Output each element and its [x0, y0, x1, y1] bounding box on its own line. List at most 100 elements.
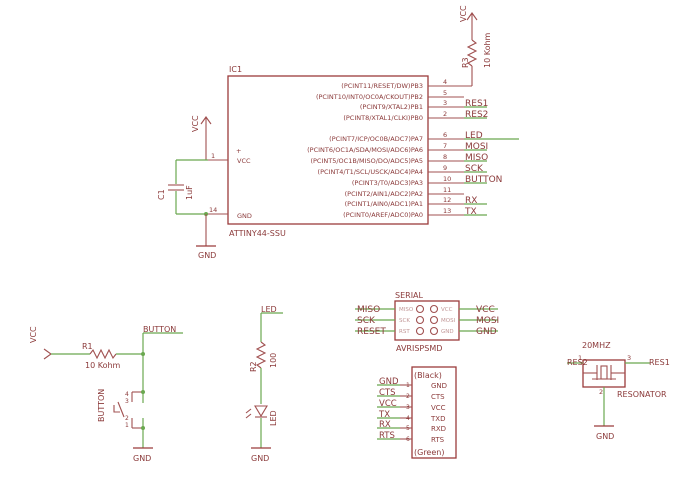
isp-title: SERIAL	[395, 291, 424, 300]
ic1-pin-function: (PCINT8/XTAL1/CLKI)PB0	[343, 114, 423, 122]
ic1-net-label: TX	[464, 207, 477, 217]
ftdi-pin-number: 1	[406, 382, 410, 389]
ic1-net-label: LED	[465, 131, 483, 141]
button-vcc-arrow	[43, 348, 52, 360]
button-gnd-label: GND	[133, 454, 151, 463]
ic1-gnd-pin-number: 14	[209, 206, 217, 214]
ftdi-pin-name: VCC	[431, 404, 446, 412]
ic1-pin-function: (PCINT1/AIN0/ADC1)PA1	[345, 200, 423, 208]
ic1-net-label: BUTTON	[465, 175, 502, 185]
ic1-net-label: RES2	[465, 110, 488, 120]
ic1-net-label: RX	[465, 196, 477, 206]
switch-name: BUTTON	[97, 389, 106, 422]
ic1-pin-function: (PCINT9/XTAL2)PB1	[360, 103, 423, 111]
ic1-pin-function: (PCINT10/INT0/OC0A/CKOUT)PB2	[316, 93, 423, 101]
isp-left-pin-label: SCK	[399, 318, 410, 324]
isp-pad-right	[429, 315, 439, 325]
r3-pullup: VCC R3 10 Kohm	[428, 5, 492, 87]
ftdi-net-label: CTS	[379, 388, 396, 398]
isp-left-net: MISO	[357, 305, 380, 315]
switch-actuator	[117, 401, 125, 418]
ftdi-pin-number: 2	[406, 393, 410, 400]
ic1-gnd-label: GND	[237, 212, 252, 220]
switch-pin-3: 3	[125, 398, 129, 405]
ic1-name: IC1	[229, 65, 242, 74]
isp-pad-left	[415, 326, 425, 336]
ftdi-net-label: GND	[379, 377, 399, 387]
ic1-pin-number: 4	[443, 78, 447, 86]
ic1-pin-number: 7	[443, 142, 447, 150]
ic1-pin-function: (PCINT7/ICP/OC0B/ADC7)PA7	[329, 135, 423, 143]
isp-pad-right	[429, 304, 439, 314]
ftdi-pin-number: 4	[406, 415, 410, 422]
ftdi-body	[411, 366, 457, 459]
switch-pin-2: 2	[125, 415, 129, 422]
ftdi-pin-number: 6	[406, 436, 410, 443]
led-diode-triangle	[254, 405, 268, 418]
ic1-pin-function: (PCINT11/RESET/DW)PB3	[341, 82, 423, 90]
ic1-net-label: SCK	[465, 164, 484, 174]
isp-left-pin-label: MISO	[399, 307, 414, 313]
isp-right-net: GND	[476, 327, 497, 337]
ftdi-pin-name: TXD	[430, 415, 445, 423]
r3-value: 10 Kohm	[483, 32, 492, 68]
resonator-pin-3: 3	[627, 354, 631, 362]
ic1-vcc-pin-number: 1	[211, 152, 215, 160]
led-circuit: LED R2 100 LED GND	[245, 305, 283, 463]
led-net-label: LED	[261, 305, 277, 314]
switch-pin-1: 1	[125, 422, 129, 429]
ic1-pin-number: 6	[443, 131, 447, 139]
r2-name: R2	[249, 361, 258, 372]
ftdi-pin-name: RXD	[431, 425, 446, 433]
ftdi-pin-name: RTS	[431, 436, 445, 444]
ftdi-net-label: TX	[378, 410, 390, 420]
isp-right-pin-label: MOSI	[441, 318, 456, 324]
c1-value: 1uF	[185, 185, 194, 200]
ic1-attiny44: IC1 ATTINY44-SSU 1 + VCC 14 GND (PCINT11…	[208, 65, 519, 238]
ic1-pin-number: 2	[443, 110, 447, 118]
r2-resistor-symbol	[255, 341, 267, 369]
isp-right-pin-label: GND	[441, 329, 454, 335]
isp-left-net: SCK	[357, 316, 376, 326]
ftdi-net-label: RTS	[379, 431, 395, 441]
ic1-vcc-plus: +	[236, 147, 241, 155]
led-emission-arrow-2	[245, 413, 252, 419]
r3-name: R3	[461, 57, 470, 68]
button-net-label: BUTTON	[143, 325, 176, 334]
resonator-gnd-label: GND	[596, 432, 614, 441]
ic-gnd-label: GND	[198, 251, 216, 260]
button-vcc-label: VCC	[29, 326, 38, 343]
resonator-left-net: RES2	[567, 358, 588, 367]
led-gnd-label: GND	[251, 454, 269, 463]
ic1-pin-function: (PCINT0/AREF/ADC0)PA0	[343, 211, 423, 219]
ic1-part: ATTINY44-SSU	[229, 229, 286, 238]
ic1-pin-number: 5	[443, 89, 447, 97]
ic1-pin-number: 10	[443, 175, 451, 183]
isp-left-pin-label: RST	[399, 329, 410, 335]
ftdi-net-label: RX	[379, 420, 391, 430]
resonator-name: RESONATOR	[617, 390, 667, 399]
ic1-pin-number: 8	[443, 153, 447, 161]
isp-pad-left	[415, 315, 425, 325]
ic1-net-label: MISO	[465, 153, 488, 163]
ftdi-top-label: (Black)	[414, 371, 442, 380]
ftdi-bottom-label: (Green)	[414, 448, 444, 457]
isp-right-net: VCC	[476, 305, 495, 315]
led-name: LED	[269, 410, 278, 426]
ic1-pin-function: (PCINT6/OC1A/SDA/MOSI/ADC6)PA6	[307, 146, 423, 154]
resonator-value: 20MHZ	[582, 341, 611, 350]
isp-right-net: MOSI	[476, 316, 499, 326]
resonator-pin-1: 1	[578, 354, 582, 362]
ic1-vcc-label: VCC	[237, 157, 251, 165]
resonator: 20MHZ RES2 RES1 1 3 2 RESONATOR GND	[567, 341, 670, 441]
r3-vcc-label: VCC	[459, 5, 468, 22]
r2-value: 100	[269, 353, 278, 368]
led-emission-arrow-1	[245, 408, 252, 414]
ic1-pin-function: (PCINT2/AIN1/ADC2)PA2	[345, 190, 423, 198]
ic1-pin-number: 11	[443, 186, 451, 194]
r1-name: R1	[82, 342, 93, 351]
